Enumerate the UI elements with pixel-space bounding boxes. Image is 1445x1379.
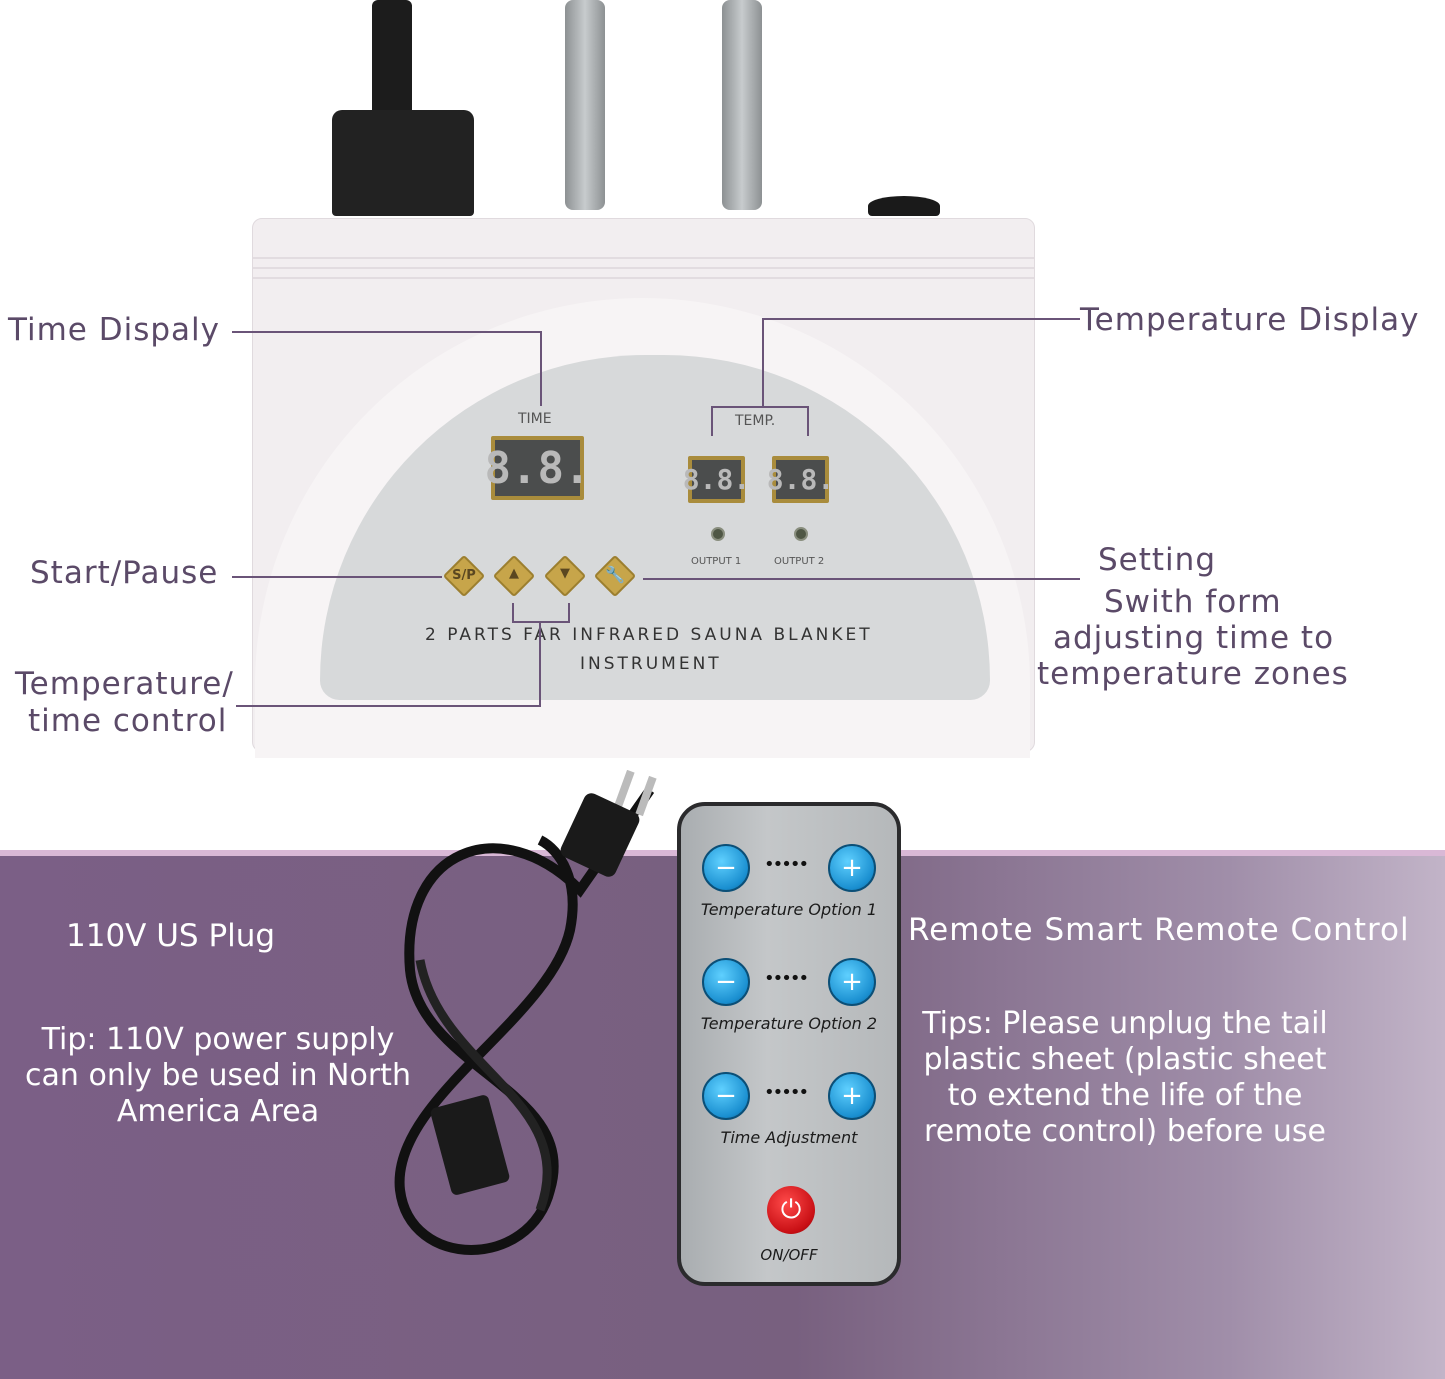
remote-tip-2: plastic sheet (plastic sheet [923,1042,1327,1077]
panel-title-line1: 2 PARTS FAR INFRARED SAUNA BLANKET [425,625,873,645]
plug-tip-1: Tip: 110V power supply [41,1022,395,1057]
time-plus-button[interactable]: + [828,1072,876,1120]
callout-temp-time-2: time control [28,703,228,739]
output-cable-1 [565,0,605,210]
power-plug-connector [332,110,474,216]
output-cable-2 [722,0,762,210]
callout-setting-3: adjusting time to [1053,620,1335,656]
callout-setting-2: Swith form [1104,584,1282,620]
wrench-icon: 🔧 [605,565,625,584]
temp1-label: Temperature Option 1 [700,900,878,919]
time-display: 8.8. [485,436,590,500]
power-switch [868,196,940,216]
callout-setting-1: Setting [1098,542,1216,578]
level-dots: ••••• [764,854,809,875]
callout-temp-time-1: Temperature/ [15,666,234,702]
power-cord-image [394,770,657,1255]
plug-tip-3: America Area [116,1094,320,1129]
temp-display-1: 8.8. [683,456,750,503]
temp1-minus-button[interactable]: − [702,844,750,892]
time-adjustment-label: Time Adjustment [720,1128,858,1147]
temp2-plus-button[interactable]: + [828,958,876,1006]
time-label: TIME [518,411,552,427]
remote-title: Remote Smart Remote Control [908,912,1410,948]
on-off-label: ON/OFF [760,1246,818,1264]
output-1-led [711,527,725,541]
power-icon: ⏻ [780,1194,802,1225]
up-arrow-icon: ▲ [509,566,519,581]
level-dots: ••••• [764,1082,809,1103]
remote-tip-1: Tips: Please unplug the tail [922,1006,1328,1041]
output-1-label: OUTPUT 1 [691,556,742,567]
temp-display-2: 8.8. [767,456,834,503]
output-2-label: OUTPUT 2 [774,556,825,567]
callout-time-display: Time Dispaly [8,312,220,348]
time-minus-button[interactable]: − [702,1072,750,1120]
remote-tip-3: to extend the life of the [947,1078,1303,1113]
callout-start-pause: Start/Pause [30,555,219,591]
level-dots: ••••• [764,968,809,989]
plug-title: 110V US Plug [66,918,276,954]
temp2-minus-button[interactable]: − [702,958,750,1006]
down-arrow-icon: ▼ [560,566,570,581]
temp1-plus-button[interactable]: + [828,844,876,892]
callout-setting-4: temperature zones [1037,656,1349,692]
callout-temperature-display: Temperature Display [1080,302,1420,338]
panel-title-line2: INSTRUMENT [580,654,722,674]
power-cord-top [372,0,412,120]
power-button[interactable]: ⏻ [767,1186,815,1234]
remote-tip-4: remote control) before use [924,1114,1326,1149]
temp-label: TEMP. [735,413,776,429]
remote-control: − ••••• + Temperature Option 1 − ••••• +… [677,802,901,1286]
output-2-led [794,527,808,541]
sp-key-label: S/P [452,568,476,583]
temp2-label: Temperature Option 2 [700,1014,878,1033]
plug-tip-2: can only be used in North [25,1058,411,1093]
